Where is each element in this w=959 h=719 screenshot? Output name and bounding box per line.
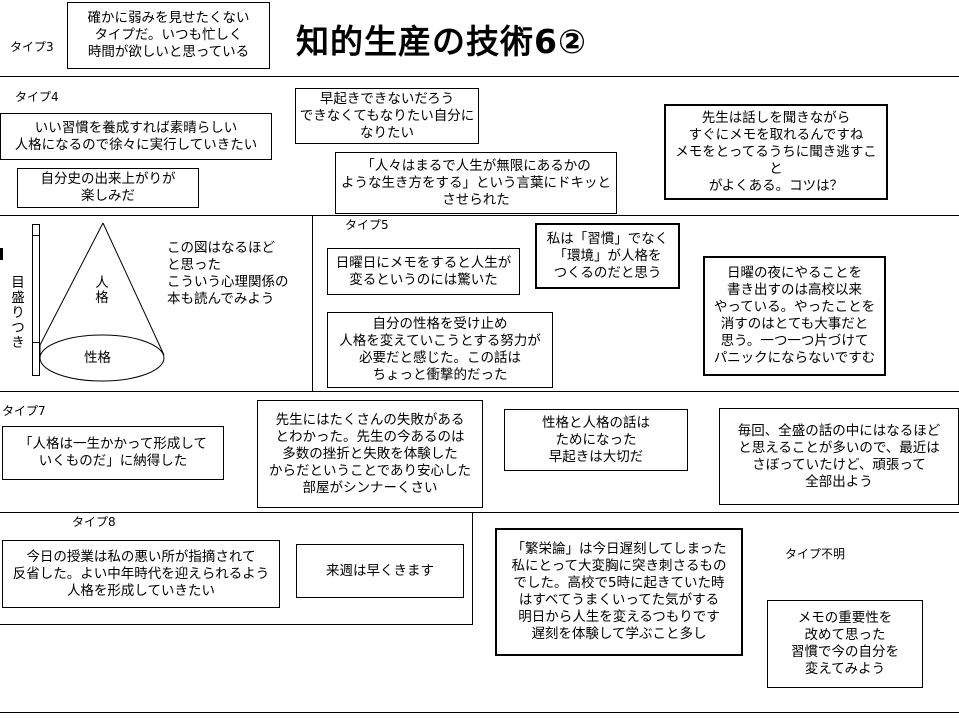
scale-tick xyxy=(32,235,40,236)
divider-line xyxy=(0,712,959,713)
comment-box: 先生は話しを聞きながら すぐにメモを取れるんですね メモをとってるうちに聞き逃す… xyxy=(664,104,888,200)
left-edge-mark xyxy=(0,248,3,260)
comment-box: メモの重要性を 改めて思った 習慣で今の自分を 変えてみよう xyxy=(767,600,923,688)
comment-box: 先生にはたくさんの失敗がある とわかった。先生の今あるのは 多数の挫折と失敗を体… xyxy=(257,400,483,508)
comment-box: 毎回、全盛の話の中にはなるほど と思えることが多いので、最近は さぼっていたけど… xyxy=(719,408,959,505)
comment-box: 今日の授業は私の悪い所が指摘されて 反省した。よい中年時代を迎えられるよう 人格… xyxy=(2,540,280,608)
comment-box: 私は「習慣」でなく 「環境」が人格を つくるのだと思う xyxy=(535,223,680,289)
comment-box: 自分の性格を受け止め 人格を変えていこうとする努力が 必要だと感じた。この話は … xyxy=(327,312,553,388)
divider-line xyxy=(472,512,473,624)
type-label-3: タイプ3 xyxy=(10,40,54,54)
scale-label: 目 盛 り つ き xyxy=(11,275,25,351)
cone-base-ellipse xyxy=(39,334,165,382)
divider-line xyxy=(0,391,959,392)
personality-cone-diagram xyxy=(39,222,165,382)
divider-line xyxy=(312,215,313,391)
type-label-4: タイプ4 xyxy=(15,90,59,104)
comment-box: 日曜の夜にやることを 書き出すのは高校以来 やっている。やったことを 消すのはと… xyxy=(703,256,886,376)
diagram-note: この図はなるほど と思った こういう心理関係の 本も読んでみよう xyxy=(167,240,289,307)
comment-box: 「人々はまるで人生が無限にあるかの ような生き方をする」という言葉にドキッと さ… xyxy=(335,152,617,214)
divider-line xyxy=(0,512,959,513)
divider-line xyxy=(0,624,473,625)
scale-bar xyxy=(32,224,40,376)
type-label-5: タイプ5 xyxy=(345,218,389,232)
cone-lower-label: 性格 xyxy=(84,350,111,366)
type-label-8: タイプ8 xyxy=(72,515,116,529)
page-title: 知的生産の技術6② xyxy=(296,22,587,61)
cone-edge-left xyxy=(39,222,104,346)
scale-tick xyxy=(32,342,40,343)
divider-line xyxy=(0,76,959,77)
comment-box: 「繁栄論」は今日遅刻してしまった 私にとって大変胸に突き刺さるもの でした。高校… xyxy=(495,528,743,656)
comment-box: 日曜日にメモをすると人生が 変るというのには驚いた xyxy=(327,248,520,295)
comment-box: いい習慣を養成すれば素晴らしい 人格になるので徐々に実行していきたい xyxy=(0,113,272,160)
cone-upper-label: 人 格 xyxy=(95,275,109,306)
divider-line xyxy=(0,215,959,216)
type-label-7: タイプ7 xyxy=(2,404,46,418)
comment-box: 「人格は一生かかって形成して いくものだ」に納得した xyxy=(2,426,224,480)
comment-box: 来週は早くきます xyxy=(296,544,464,598)
comment-box: 性格と人格の話は ためになった 早起きは大切だ xyxy=(504,409,688,471)
comment-box: 確かに弱みを見せたくない タイプだ。いつも忙しく 時間が欲しいと思っている xyxy=(67,2,270,69)
cone-edge-right xyxy=(102,222,165,356)
comment-box: 早起きできないだろう できなくてもなりたい自分に なりたい xyxy=(295,88,479,144)
type-label-unknown: タイプ不明 xyxy=(785,547,846,561)
comment-box: 自分史の出来上がりが 楽しみだ xyxy=(17,168,199,208)
